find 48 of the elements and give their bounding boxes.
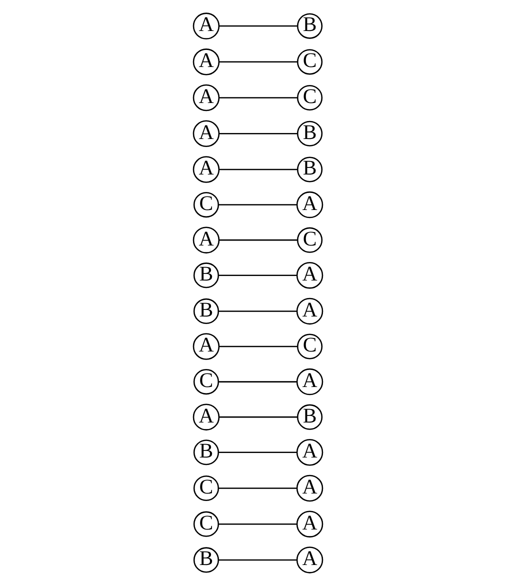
node-circle: A (192, 226, 220, 254)
node-circle: A (192, 84, 220, 112)
node-circle: A (192, 12, 220, 40)
node-circle: A (192, 404, 220, 430)
node-circle: C (193, 475, 220, 502)
connector (218, 488, 298, 489)
node-circle: A (296, 368, 324, 396)
connector (218, 452, 298, 454)
node-circle: B (296, 13, 323, 39)
node-circle: B (296, 120, 323, 146)
node-circle: C (296, 49, 323, 75)
node-circle: A (296, 439, 324, 466)
node-circle: A (192, 156, 220, 183)
connector (218, 204, 298, 206)
node-circle: A (296, 191, 324, 218)
node-circle: A (192, 333, 220, 360)
connector (218, 132, 298, 134)
connector (218, 61, 298, 63)
node-circle: C (193, 511, 220, 537)
node-circle: A (296, 546, 324, 574)
connector (218, 381, 298, 382)
connector (218, 25, 298, 27)
node-circle: A (296, 298, 324, 325)
node-circle: A (296, 510, 324, 538)
node-circle: A (192, 48, 220, 76)
connector (218, 239, 298, 241)
node-circle: B (193, 547, 220, 573)
node-circle: B (296, 156, 323, 182)
node-circle: C (296, 84, 323, 111)
node-circle: C (193, 192, 220, 218)
node-circle: C (296, 334, 323, 360)
node-circle: A (192, 120, 220, 147)
connector (218, 346, 298, 348)
connector (218, 168, 298, 170)
node-circle: C (193, 369, 220, 395)
connector (218, 274, 298, 276)
connector (218, 310, 298, 312)
connector (218, 559, 298, 561)
connector (218, 523, 298, 525)
node-circle: B (193, 262, 220, 288)
node-circle: B (296, 404, 323, 430)
node-circle: A (296, 474, 324, 502)
connector (218, 97, 298, 98)
node-circle: B (193, 298, 220, 324)
connector (218, 416, 298, 418)
node-circle: A (296, 262, 324, 289)
node-circle: B (193, 440, 220, 466)
node-circle: C (296, 227, 323, 253)
